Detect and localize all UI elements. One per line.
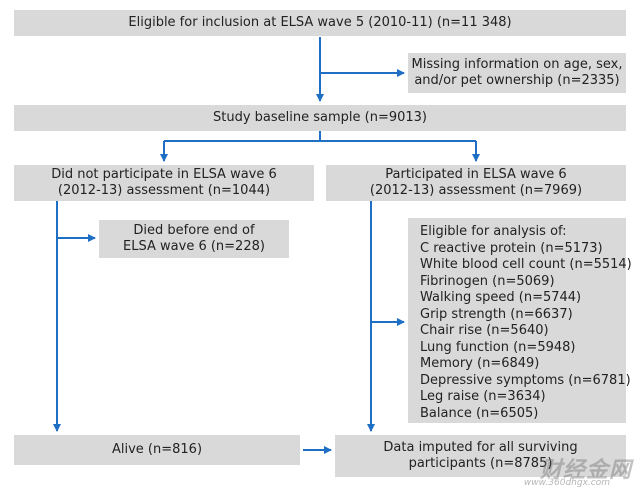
alive-text: Alive (n=816) [111, 441, 203, 457]
eligible-box: Eligible for inclusion at ELSA wave 5 (2… [14, 10, 626, 36]
participated-line-1: Participated in ELSA wave 6 [385, 166, 567, 182]
baseline-text: Study baseline sample (n=9013) [212, 109, 427, 125]
watermark-logo: 财经金网 [539, 457, 632, 483]
eligible-text: Eligible for inclusion at ELSA wave 5 (2… [128, 14, 512, 30]
participated-box: Participated in ELSA wave 6 (2012-13) as… [326, 165, 626, 201]
watermark-url: www.360dhgx.com [523, 478, 610, 488]
eligible-analysis-title: Eligible for analysis of: [420, 224, 567, 239]
analysis-item-fibrinogen: Fibrinogen (n=5069) [420, 273, 555, 289]
alive-box: Alive (n=816) [14, 435, 300, 465]
imputed-line-2: participants (n=8785) [408, 456, 553, 471]
died-line-2: ELSA wave 6 (n=228) [123, 239, 265, 254]
not-participated-line-2: (2012-13) assessment (n=1044) [57, 183, 271, 198]
died-box: Died before end of ELSA wave 6 (n=228) [99, 220, 289, 258]
imputed-box: Data imputed for all surviving participa… [335, 435, 626, 477]
not-participated-box: Did not participate in ELSA wave 6 (2012… [14, 165, 314, 201]
analysis-item-leg-raise: Leg raise (n=3634) [420, 389, 546, 404]
analysis-item-memory: Memory (n=6849) [420, 356, 540, 371]
analysis-item-depressive-symptoms: Depressive symptoms (n=6781) [420, 372, 631, 388]
analysis-item-crp: C reactive protein (n=5173) [420, 240, 603, 256]
analysis-item-wbc: White blood cell count (n=5514) [420, 257, 632, 272]
analysis-item-grip-strength: Grip strength (n=6637) [420, 306, 573, 322]
analysis-item-balance: Balance (n=6505) [420, 405, 539, 421]
imputed-line-1: Data imputed for all surviving [383, 439, 578, 455]
died-line-1: Died before end of [133, 222, 255, 238]
analysis-item-walking-speed: Walking speed (n=5744) [420, 290, 582, 305]
analysis-item-chair-rise: Chair rise (n=5640) [420, 323, 549, 338]
missing-box: Missing information on age, sex, and/or … [408, 53, 626, 93]
eligible-analysis-box: Eligible for analysis of: C reactive pro… [408, 218, 632, 423]
baseline-box: Study baseline sample (n=9013) [14, 105, 626, 131]
missing-line-2: and/or pet ownership (n=2335) [414, 73, 620, 88]
missing-line-1: Missing information on age, sex, [411, 56, 623, 72]
analysis-item-lung-function: Lung function (n=5948) [420, 339, 576, 355]
not-participated-line-1: Did not participate in ELSA wave 6 [51, 166, 277, 182]
participated-line-2: (2012-13) assessment (n=7969) [369, 183, 583, 198]
